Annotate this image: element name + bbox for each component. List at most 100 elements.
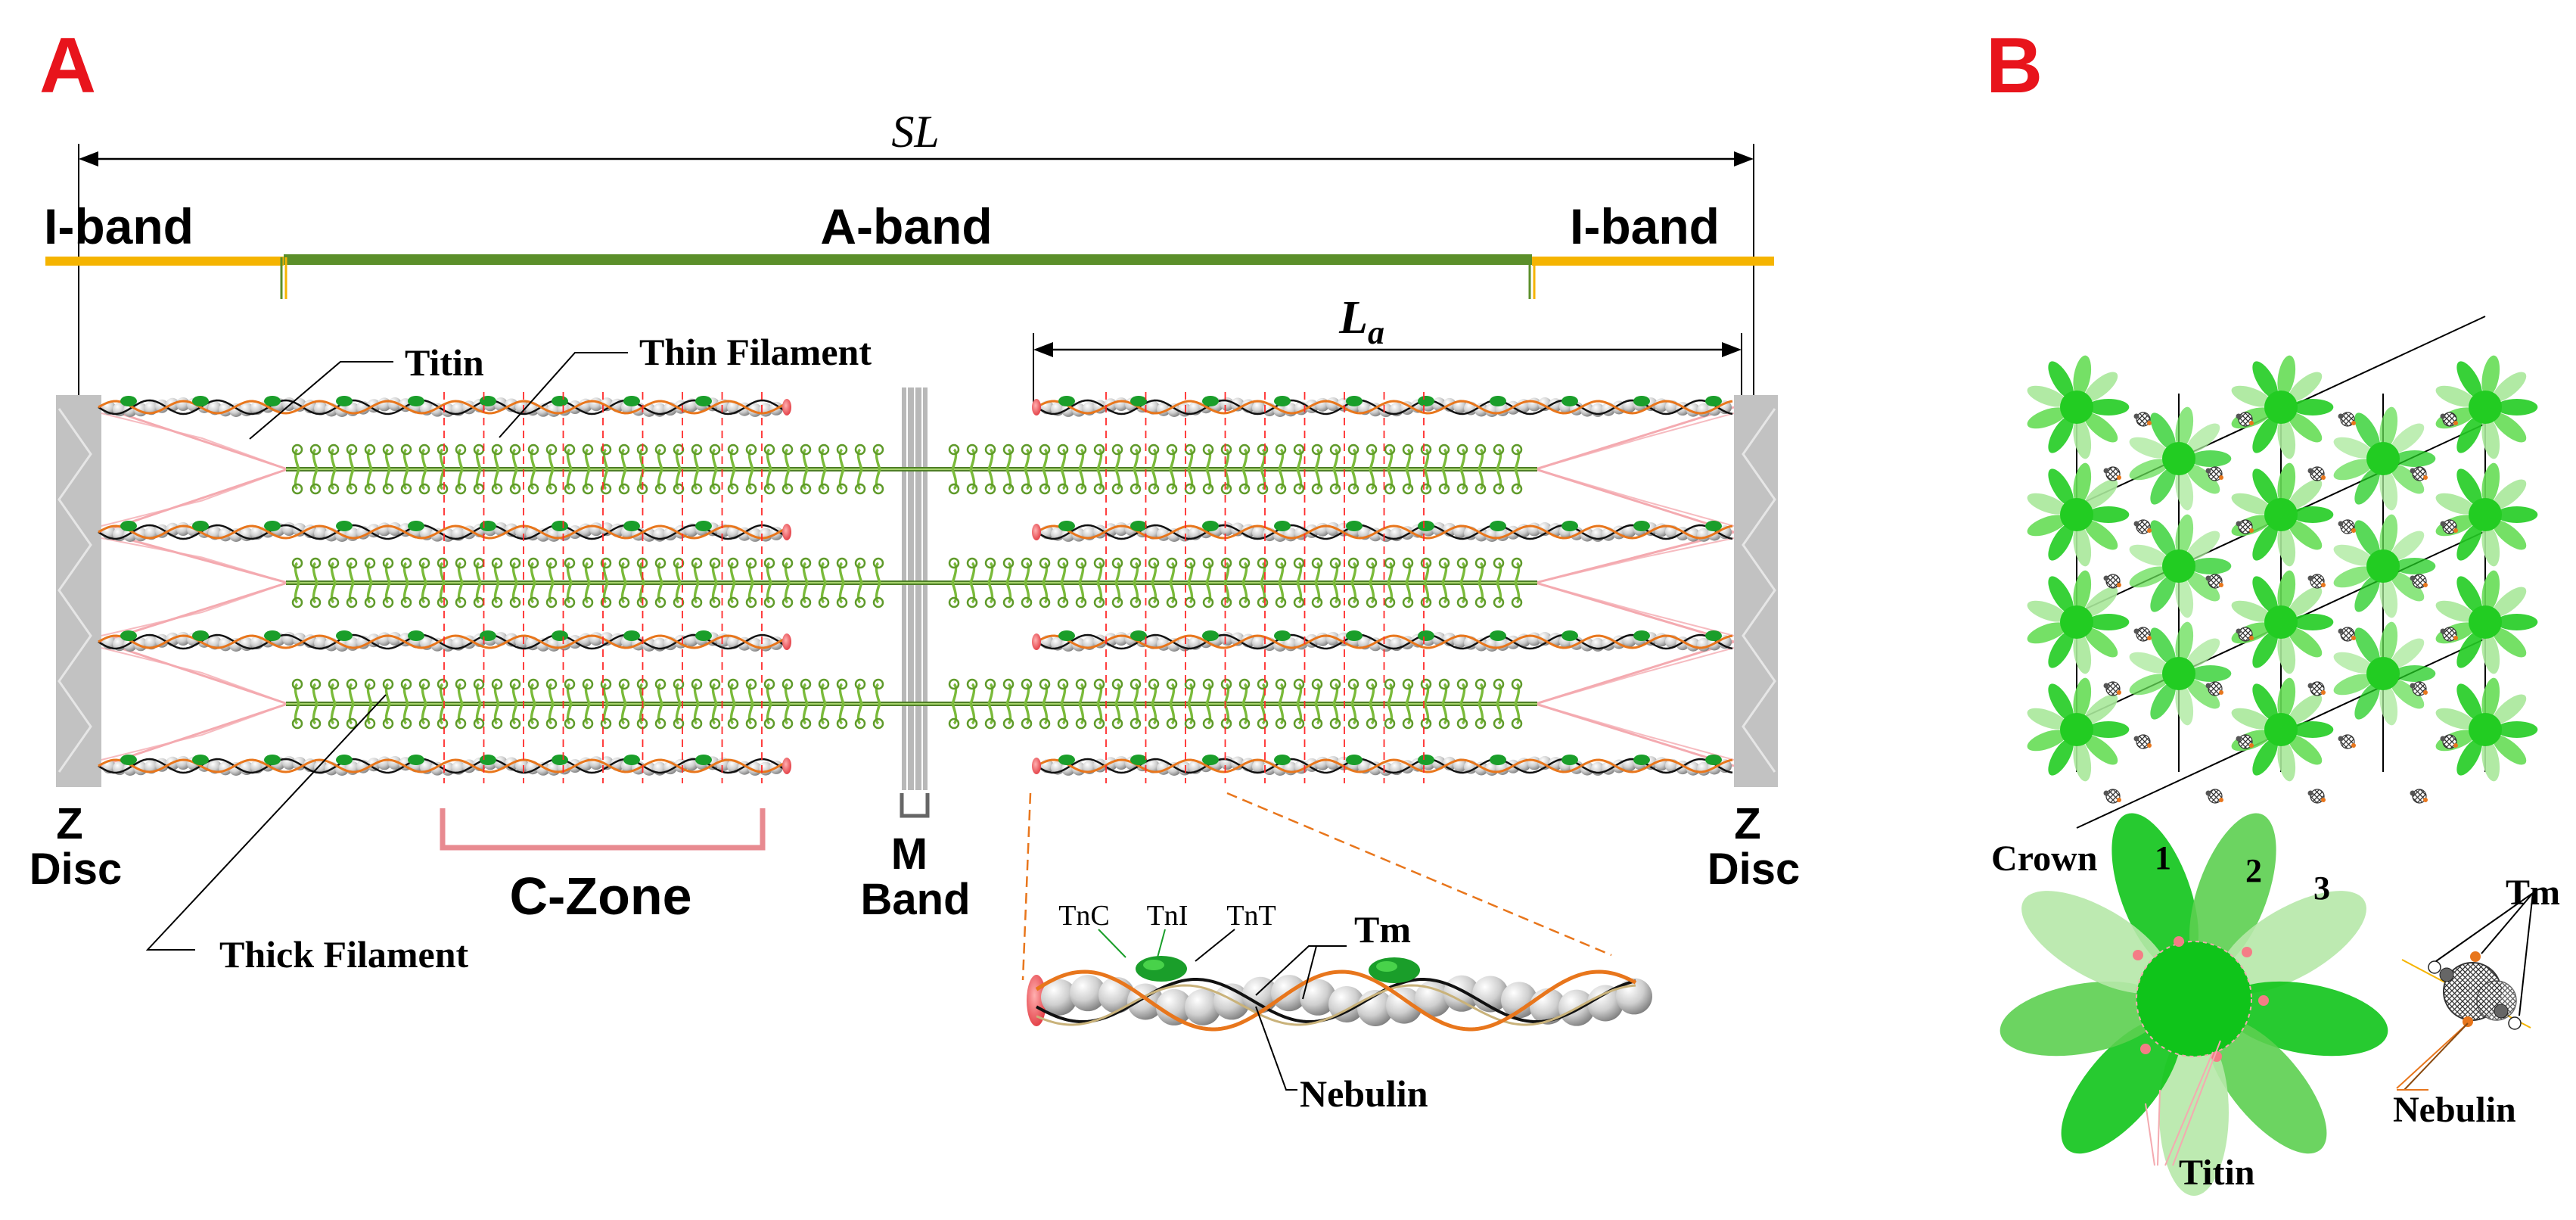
inset-actin-bead: [1041, 979, 1077, 1016]
myosin-head: [1005, 562, 1012, 584]
titin-label: Titin: [405, 341, 484, 384]
troponin-complex: [1130, 630, 1147, 641]
myosin-head: [766, 562, 772, 584]
myosin-head: [312, 562, 319, 584]
inset-projection: [1021, 792, 1612, 981]
myosin-head: [675, 683, 682, 705]
myosin-head: [566, 562, 573, 584]
myosin-head: [493, 582, 500, 604]
myosin-head: [566, 703, 573, 725]
lattice-thin-filament: [2440, 412, 2458, 427]
myosin-head: [856, 683, 863, 705]
myosin-head: [987, 562, 994, 584]
lattice-thin-filament: [2338, 412, 2356, 427]
myosin-head: [1332, 448, 1339, 470]
troponin-complex: [1490, 755, 1506, 765]
thin-filament-cross-section: [2401, 951, 2531, 1030]
troponin-complex: [336, 396, 353, 406]
i-band-right-label: I-band: [1570, 198, 1720, 254]
myosin-head: [384, 468, 391, 490]
myosin-head: [1478, 683, 1484, 705]
troponin-complex: [1202, 755, 1219, 765]
myosin-head: [675, 562, 682, 584]
myosin-head: [1078, 703, 1085, 725]
thin-filament: [1032, 521, 1733, 542]
troponin-complex: [1058, 396, 1075, 406]
myosin-head: [1369, 448, 1375, 470]
myosin-head: [511, 683, 518, 705]
lattice-thin-filament: [2133, 627, 2152, 642]
inset-actin-bead: [1185, 988, 1221, 1025]
myosin-head: [1332, 562, 1339, 584]
myosin-head: [475, 562, 482, 584]
inset-actin-bead: [1156, 988, 1192, 1025]
myosin-head: [1405, 468, 1412, 490]
cross-section-nebulin-label: Nebulin: [2393, 1090, 2516, 1130]
myosin-head: [1260, 703, 1266, 725]
myosin-head: [548, 562, 555, 584]
myosin-head: [711, 703, 718, 725]
myosin-head: [838, 582, 845, 604]
actin-bead: [1453, 634, 1467, 649]
lattice-thick-filament: [2435, 570, 2538, 674]
myosin-head: [384, 582, 391, 604]
myosin-head: [530, 683, 536, 705]
myosin-head: [421, 703, 427, 725]
troponin-complex: [408, 396, 424, 406]
myosin-head: [657, 582, 663, 604]
lattice-thick-filament: [2333, 514, 2436, 618]
troponin-complex: [695, 396, 712, 406]
myosin-head: [439, 448, 446, 470]
myosin-head: [1387, 562, 1394, 584]
myosin-head: [969, 562, 976, 584]
myosin-head: [620, 562, 627, 584]
myosin-head: [1005, 582, 1012, 604]
myosin-head: [457, 448, 464, 470]
myosin-head: [820, 468, 827, 490]
myosin-head: [1350, 683, 1357, 705]
thin-filament: [98, 755, 791, 776]
myosin-head: [1241, 468, 1248, 490]
myosin-head: [1133, 683, 1139, 705]
actin-bead: [314, 636, 328, 650]
myosin-head: [951, 562, 958, 584]
myosin-head: [1260, 582, 1266, 604]
myosin-head: [856, 468, 863, 490]
lattice-thin-filament: [2236, 519, 2254, 534]
myosin-head: [1133, 703, 1139, 725]
tm-label: Tm: [1354, 908, 1411, 951]
cross-section-tm-label: Tm: [2506, 873, 2560, 913]
titin-attachment: [2242, 947, 2252, 957]
myosin-head: [294, 683, 300, 705]
lattice-thin-filament: [2103, 466, 2121, 481]
myosin-head: [348, 703, 355, 725]
inset-troponin: [1136, 956, 1187, 982]
thick-filaments: [286, 443, 1537, 730]
myosin-head: [766, 468, 772, 490]
myosin-head: [1405, 703, 1412, 725]
troponin-complex: [1346, 396, 1363, 406]
myosin-head: [1078, 448, 1085, 470]
actin-bead: [1146, 525, 1160, 540]
myosin-head: [1350, 448, 1357, 470]
myosin-head: [1478, 703, 1484, 725]
myosin-head: [987, 448, 994, 470]
actin-bead: [1252, 635, 1266, 649]
myosin-head: [766, 703, 772, 725]
myosin-head: [348, 468, 355, 490]
myosin-head: [784, 582, 791, 604]
myosin-head: [951, 683, 958, 705]
myosin-head: [729, 582, 736, 604]
filament-cap: [782, 633, 791, 650]
myosin-head: [348, 582, 355, 604]
myosin-head: [1514, 468, 1521, 490]
myosin-head: [1151, 562, 1157, 584]
lattice-thick-filament: [2435, 462, 2538, 567]
lattice-thick-filament: [2231, 355, 2334, 459]
myosin-head: [693, 582, 700, 604]
myosin-head: [1296, 468, 1303, 490]
troponin-complex: [1705, 755, 1722, 765]
thick-filament: [286, 678, 1537, 730]
lattice-thin-filament: [2103, 789, 2121, 804]
troponin-complex: [1130, 521, 1147, 531]
